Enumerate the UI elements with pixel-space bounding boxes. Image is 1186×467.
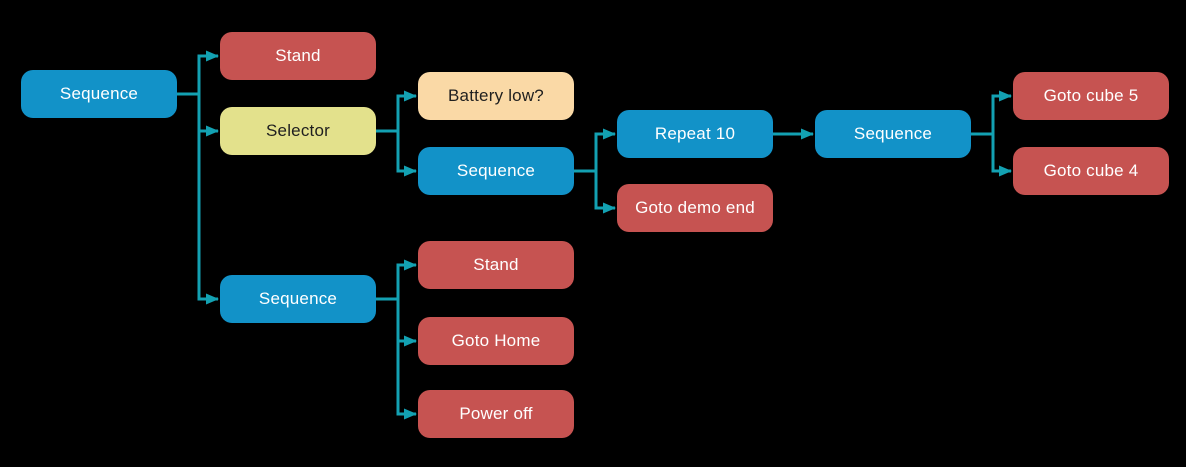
node-label: Goto cube 4 bbox=[1043, 161, 1139, 180]
edge-sequence_bottom-to-power_off bbox=[376, 297, 417, 420]
node-sequence-mid: Sequence bbox=[418, 147, 574, 195]
node-label: Goto Home bbox=[451, 331, 541, 350]
node-label: Sequence bbox=[59, 84, 139, 103]
node-goto-cube-4: Goto cube 4 bbox=[1013, 147, 1169, 195]
node-label: Selector bbox=[266, 121, 330, 140]
edge-sequence_mid-to-goto_demo_end bbox=[574, 169, 616, 214]
node-label: Sequence bbox=[853, 124, 933, 143]
node-goto-cube-5: Goto cube 5 bbox=[1013, 72, 1169, 120]
edge-sequence_mid-to-repeat_10 bbox=[574, 128, 616, 173]
node-sequence-root: Sequence bbox=[21, 70, 177, 118]
node-label: Repeat 10 bbox=[654, 124, 736, 143]
node-goto-home: Goto Home bbox=[418, 317, 574, 365]
edge-root-to-sequence_bottom bbox=[177, 92, 219, 305]
node-label: Power off bbox=[459, 404, 533, 423]
edge-selector-to-sequence_mid bbox=[376, 129, 417, 177]
node-power-off: Power off bbox=[418, 390, 574, 438]
node-sequence-bottom: Sequence bbox=[220, 275, 376, 323]
node-battery-low: Battery low? bbox=[418, 72, 574, 120]
edge-selector-to-battery_low bbox=[376, 90, 417, 133]
node-label: Goto cube 5 bbox=[1043, 86, 1139, 105]
node-sequence-right: Sequence bbox=[815, 110, 971, 158]
node-label: Stand bbox=[473, 255, 519, 274]
edge-root-to-selector bbox=[177, 92, 219, 137]
node-label: Battery low? bbox=[448, 86, 544, 105]
node-label: Stand bbox=[275, 46, 321, 65]
node-stand-top: Stand bbox=[220, 32, 376, 80]
node-selector: Selector bbox=[220, 107, 376, 155]
node-stand-bottom: Stand bbox=[418, 241, 574, 289]
node-label: Sequence bbox=[456, 161, 536, 180]
node-label: Goto demo end bbox=[635, 198, 755, 217]
edge-sequence_right-to-goto_cube_4 bbox=[971, 132, 1012, 177]
edge-sequence_bottom-to-stand_bottom bbox=[376, 259, 417, 301]
node-label: Sequence bbox=[258, 289, 338, 308]
node-goto-demo-end: Goto demo end bbox=[617, 184, 773, 232]
node-repeat-10: Repeat 10 bbox=[617, 110, 773, 158]
edge-root-to-stand_top bbox=[177, 50, 219, 96]
edge-sequence_right-to-goto_cube_5 bbox=[971, 90, 1012, 136]
edge-sequence_bottom-to-goto_home bbox=[376, 297, 417, 347]
